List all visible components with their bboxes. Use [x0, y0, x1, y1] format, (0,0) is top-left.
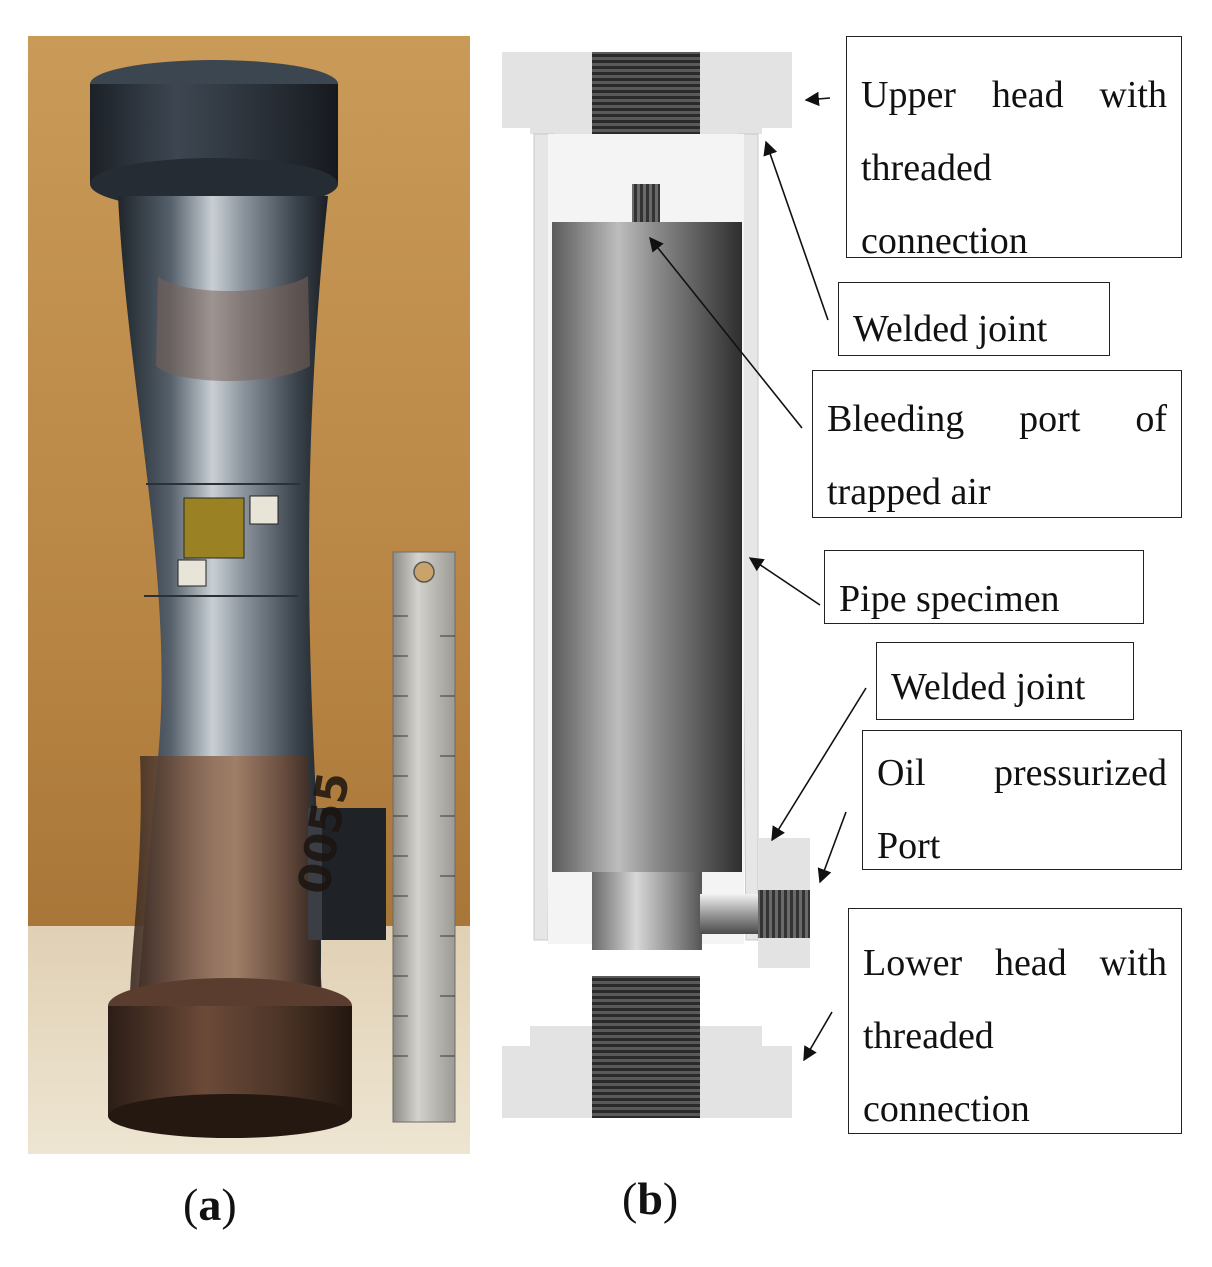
steel-ruler [392, 551, 456, 1123]
label-lower-head-line2: threaded [863, 1014, 994, 1057]
label-upper-head: Upper head with threaded connection [846, 36, 1182, 262]
specimen-cross-section-diagram [502, 52, 867, 1118]
label-pipe-specimen: Pipe specimen [824, 550, 1144, 624]
leader-arrows [649, 91, 867, 1062]
lower-head [502, 976, 792, 1118]
specimen-photo: 0055 [28, 36, 470, 1154]
label-lower-head-line1: Lower head with [863, 942, 1167, 984]
label-bleeding-port-line1: Bleeding port of [827, 398, 1167, 440]
subfigure-letter-b: b [637, 1173, 663, 1224]
subfigure-caption-a: (a) [183, 1179, 237, 1230]
label-oil-port-line2: Port [877, 824, 941, 867]
label-welded-joint-top-text: Welded joint [853, 308, 1048, 350]
label-welded-joint-top: Welded joint [838, 282, 1110, 356]
label-lower-head-line3: connection [863, 1087, 1030, 1130]
lower-cap [108, 978, 352, 1138]
subfigure-letter-a: a [198, 1179, 222, 1230]
subfigure-caption-b: (b) [622, 1173, 679, 1224]
label-upper-head-line2: threaded [861, 146, 992, 189]
inner-core [552, 222, 742, 872]
label-oil-port: Oil pressurized Port [862, 730, 1182, 870]
label-upper-head-line1: Upper head with [861, 74, 1167, 116]
oil-port-block [700, 838, 810, 968]
strain-gauges [177, 495, 279, 587]
label-lower-head: Lower head with threaded connection [848, 908, 1182, 1134]
label-bleeding-port: Bleeding port of trapped air [812, 370, 1182, 518]
upper-cap [90, 60, 338, 210]
label-pipe-specimen-text: Pipe specimen [839, 578, 1060, 620]
label-oil-port-line1: Oil pressurized [877, 752, 1167, 794]
bleeding-port-hole [632, 184, 660, 224]
label-welded-joint-bottom: Welded joint [876, 642, 1134, 720]
side-port-block [308, 808, 386, 940]
label-welded-joint-bottom-text: Welded joint [891, 666, 1086, 708]
label-upper-head-line3: connection [861, 219, 1028, 262]
label-bleeding-port-line2: trapped air [827, 470, 991, 513]
